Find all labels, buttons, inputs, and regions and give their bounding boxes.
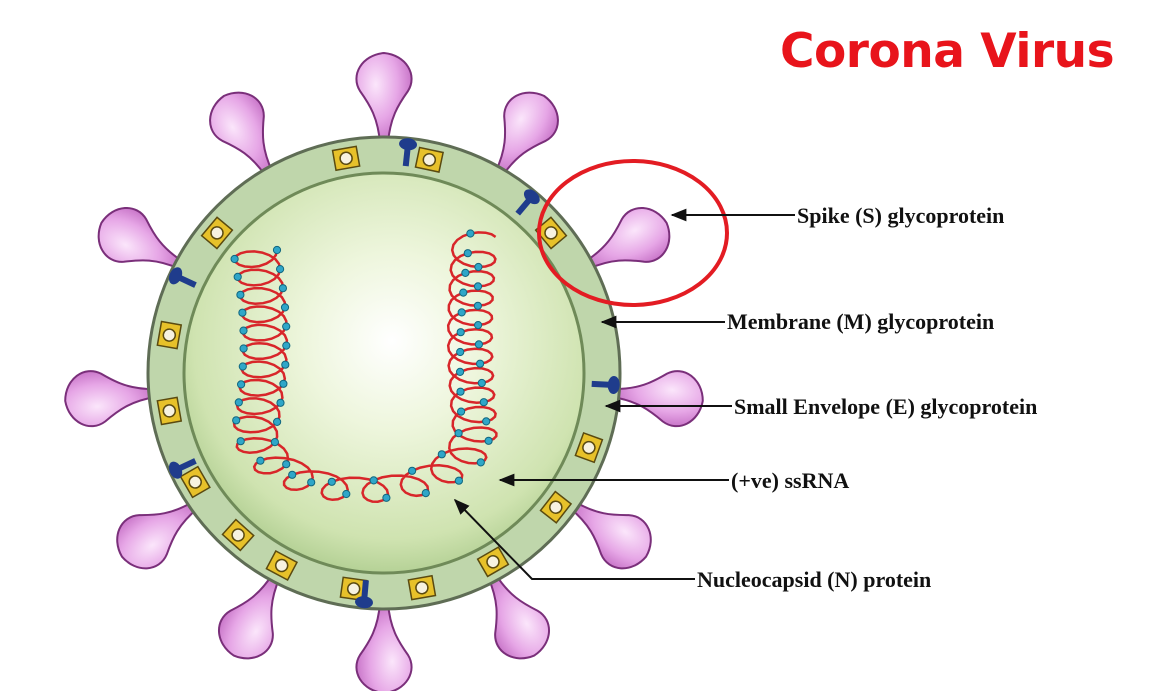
nucleocapsid-protein-icon [455, 477, 462, 484]
nucleocapsid-protein-icon [409, 467, 416, 474]
diagram-title: Corona Virus [780, 24, 1150, 79]
nucleocapsid-protein-icon [477, 360, 484, 367]
nucleocapsid-protein-icon [283, 342, 290, 349]
label-ssrna: (+ve) ssRNA [731, 468, 849, 494]
nucleocapsid-protein-icon [370, 477, 377, 484]
spike-icon [611, 366, 705, 429]
nucleocapsid-protein-icon [455, 430, 462, 437]
label-membrane-glycoprotein: Membrane (M) glycoprotein [727, 309, 994, 335]
nucleocapsid-protein-icon [438, 451, 445, 458]
nucleocapsid-protein-icon [485, 437, 492, 444]
nucleocapsid-protein-icon [283, 461, 290, 468]
nucleocapsid-protein-icon [458, 309, 465, 316]
nucleocapsid-protein-icon [282, 361, 289, 368]
nucleocapsid-protein-icon [281, 304, 288, 311]
nucleocapsid-protein-icon [239, 363, 246, 370]
nucleocapsid-protein-icon [457, 388, 464, 395]
nucleocapsid-protein-icon [274, 418, 281, 425]
nucleocapsid-protein-icon [458, 408, 465, 415]
nucleocapsid-protein-icon [273, 246, 280, 253]
nucleocapsid-protein-icon [383, 494, 390, 501]
nucleocapsid-protein-icon [280, 380, 287, 387]
nucleocapsid-protein-icon [457, 329, 464, 336]
nucleocapsid-protein-icon [474, 302, 481, 309]
nucleocapsid-protein-icon [475, 341, 482, 348]
label-envelope-glycoprotein: Small Envelope (E) glycoprotein [734, 394, 1037, 420]
nucleocapsid-protein-icon [422, 490, 429, 497]
nucleocapsid-protein-icon [237, 438, 244, 445]
membrane-protein-icon [408, 576, 435, 600]
membrane-protein-icon [333, 146, 360, 170]
membrane-protein-icon [157, 397, 181, 424]
nucleocapsid-protein-icon [237, 291, 244, 298]
nucleocapsid-protein-icon [231, 255, 238, 262]
membrane-protein-icon [415, 148, 443, 173]
label-spike-glycoprotein: Spike (S) glycoprotein [797, 203, 1004, 229]
nucleocapsid-protein-icon [475, 263, 482, 270]
nucleocapsid-protein-icon [474, 283, 481, 290]
nucleocapsid-protein-icon [477, 459, 484, 466]
nucleocapsid-protein-icon [480, 399, 487, 406]
nucleocapsid-protein-icon [467, 230, 474, 237]
spike-icon [356, 53, 411, 143]
nucleocapsid-protein-icon [238, 381, 245, 388]
nucleocapsid-protein-icon [478, 379, 485, 386]
nucleocapsid-protein-icon [457, 348, 464, 355]
nucleocapsid-protein-icon [462, 269, 469, 276]
label-nucleocapsid-protein: Nucleocapsid (N) protein [697, 567, 931, 593]
nucleocapsid-protein-icon [308, 479, 315, 486]
nucleocapsid-protein-icon [240, 345, 247, 352]
spike-icon [63, 366, 157, 429]
nucleocapsid-protein-icon [239, 309, 246, 316]
nucleocapsid-protein-icon [483, 418, 490, 425]
nucleocapsid-protein-icon [289, 471, 296, 478]
nucleocapsid-protein-icon [271, 439, 278, 446]
nucleocapsid-protein-icon [475, 322, 482, 329]
nucleocapsid-protein-icon [257, 457, 264, 464]
nucleocapsid-protein-icon [277, 399, 284, 406]
spike-icon [356, 603, 411, 691]
nucleocapsid-protein-icon [235, 399, 242, 406]
nucleocapsid-protein-icon [457, 368, 464, 375]
nucleocapsid-protein-icon [283, 323, 290, 330]
nucleocapsid-protein-icon [464, 250, 471, 257]
nucleocapsid-protein-icon [343, 490, 350, 497]
nucleocapsid-protein-icon [234, 273, 241, 280]
nucleocapsid-protein-icon [277, 266, 284, 273]
nucleocapsid-protein-icon [460, 289, 467, 296]
nucleocapsid-protein-icon [328, 478, 335, 485]
nucleocapsid-protein-icon [279, 285, 286, 292]
nucleocapsid-protein-icon [233, 417, 240, 424]
nucleocapsid-protein-icon [240, 327, 247, 334]
membrane-protein-icon [157, 322, 181, 349]
